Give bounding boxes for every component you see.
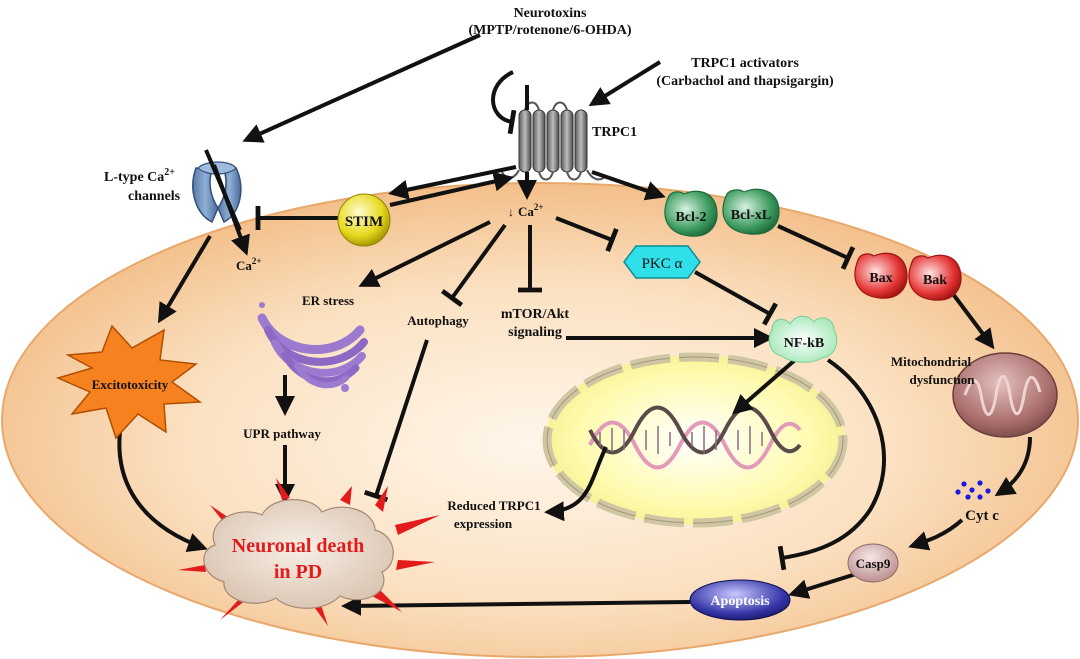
apoptosis-label: Apoptosis bbox=[710, 594, 770, 609]
cyt-c-label: Cyt c bbox=[965, 508, 999, 524]
mito-dysfunction-label-line1: Mitochondrial bbox=[891, 354, 972, 369]
stim-node: STIM bbox=[337, 193, 391, 247]
stim-label: STIM bbox=[345, 214, 383, 230]
nucleus bbox=[542, 352, 848, 528]
pkc-alpha-label: PKC α bbox=[642, 256, 683, 272]
neuronal-death-label-line2: in PD bbox=[274, 561, 322, 583]
mitochondrion-icon bbox=[952, 352, 1058, 438]
apoptosis-node: Apoptosis bbox=[689, 579, 791, 621]
l-type-ca-channel-icon bbox=[192, 161, 242, 224]
mito-dysfunction-label-line2: dysfunction bbox=[909, 372, 975, 387]
excitotoxicity-label: Excitotoxicity bbox=[92, 377, 169, 392]
bak-node: Bak bbox=[908, 254, 962, 301]
nfkb-label: NF-kB bbox=[784, 336, 824, 351]
trpc1-label: TRPC1 bbox=[592, 125, 637, 140]
bclxl-label: Bcl-xL bbox=[731, 208, 771, 223]
mtor-akt-label-line2: signaling bbox=[508, 325, 562, 340]
neuronal-death-label-line1: Neuronal death bbox=[232, 535, 364, 557]
neuronal-death-node: Neuronal death in PD bbox=[178, 478, 440, 626]
pkc-alpha-node: PKC α bbox=[623, 245, 701, 279]
trpc1-activators-label: TRPC1 activators bbox=[691, 56, 799, 71]
trpc1-activators-sublabel: (Carbachol and thapsigargin) bbox=[656, 74, 834, 89]
cyt-c-dots-icon bbox=[955, 480, 991, 500]
nfkb-node: NF-kB bbox=[768, 315, 838, 363]
bcl2-node: Bcl-2 bbox=[664, 190, 718, 237]
bak-label: Bak bbox=[923, 273, 947, 288]
bclxl-node: Bcl-xL bbox=[722, 188, 780, 235]
trpc1-channel-icon bbox=[501, 101, 607, 181]
l-type-label-line2: channels bbox=[128, 189, 181, 204]
bax-node: Bax bbox=[854, 252, 908, 299]
casp9-node: Casp9 bbox=[847, 543, 899, 583]
reduced-trpc1-label-line2: expression bbox=[454, 516, 513, 531]
bax-label: Bax bbox=[869, 271, 892, 286]
ca-center-label: ↓Ca2+ bbox=[508, 202, 544, 219]
excitotoxicity-node: Excitotoxicity bbox=[55, 324, 203, 440]
neurotoxins-sublabel: (MPTP/rotenone/6-OHDA) bbox=[468, 23, 631, 38]
autophagy-label: Autophagy bbox=[407, 313, 469, 328]
ca-left-label: Ca2+ bbox=[236, 256, 262, 273]
dna-helix-icon bbox=[588, 405, 802, 470]
reduced-trpc1-label-line1: Reduced TRPC1 bbox=[447, 498, 540, 513]
l-type-label-line1: L-type Ca2+ bbox=[104, 167, 175, 185]
mtor-akt-label-line1: mTOR/Akt bbox=[501, 307, 570, 322]
upr-pathway-label: UPR pathway bbox=[243, 426, 321, 441]
neurotoxins-label: Neurotoxins bbox=[514, 6, 587, 21]
bcl2-label: Bcl-2 bbox=[675, 210, 706, 225]
arrows bbox=[117, 33, 1032, 616]
casp9-label: Casp9 bbox=[856, 556, 891, 571]
l-type-block-line bbox=[204, 149, 242, 231]
er-stress-label: ER stress bbox=[302, 293, 354, 308]
er-icon bbox=[257, 302, 368, 392]
